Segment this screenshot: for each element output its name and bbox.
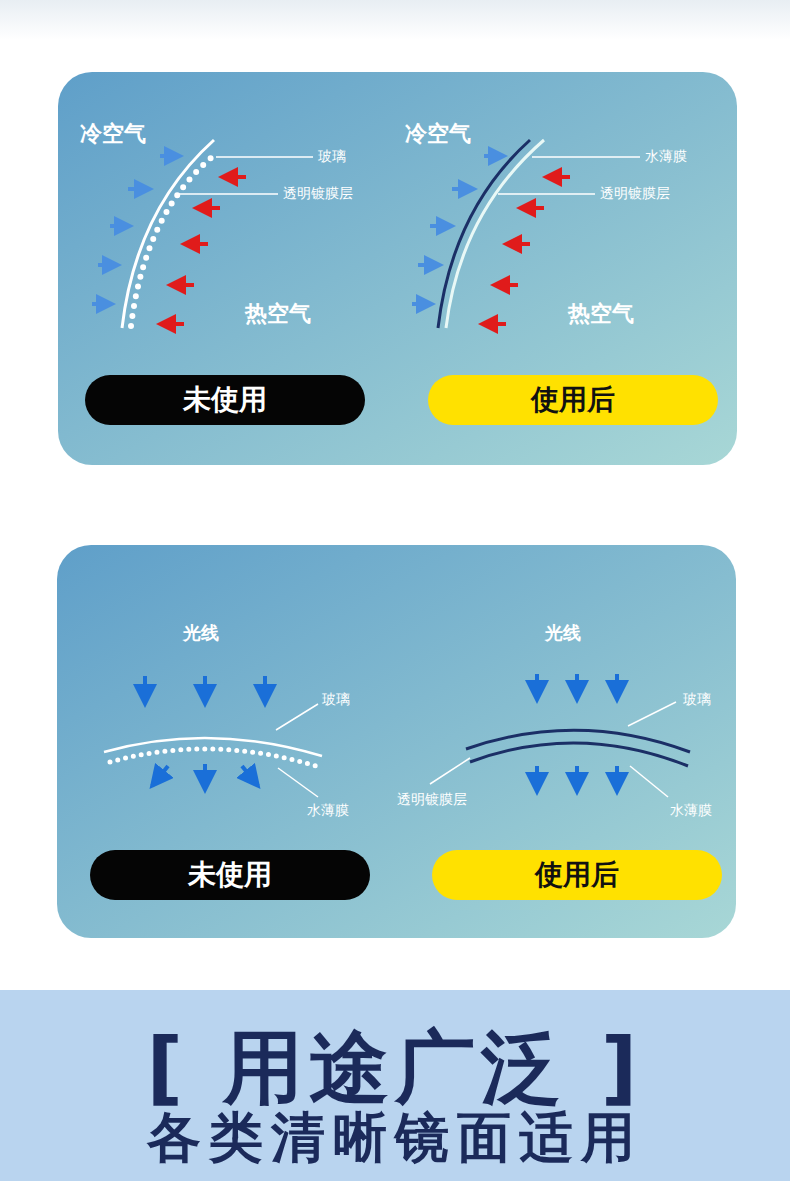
glass-curve [466, 730, 690, 752]
node-title: 未使用 [183, 381, 267, 419]
heat-arrows [482, 177, 570, 324]
cold-arrows [412, 156, 504, 304]
leader-line [498, 193, 595, 195]
status-pill: 未使用 [90, 850, 370, 900]
status-pill: 使用后 [428, 375, 718, 425]
leader-line [630, 766, 668, 797]
leader-line [278, 768, 318, 797]
water-droplets [110, 749, 316, 766]
panel [58, 72, 737, 465]
part-label: 玻璃 [318, 149, 346, 164]
water-film [446, 140, 544, 328]
part-label: 水薄膜 [307, 803, 349, 818]
panel [57, 545, 736, 938]
part-label: 玻璃 [683, 692, 711, 707]
node-title: 使用后 [531, 381, 615, 419]
part-label: 水薄膜 [670, 803, 712, 818]
part-label: 透明镀膜层 [397, 792, 467, 807]
part-label: 透明镀膜层 [283, 186, 353, 201]
node-subtitle: 各类清晰镜面适用 [147, 1110, 643, 1167]
feature-band: [ 用途广泛 ]各类清晰镜面适用 [0, 990, 790, 1181]
part-label: 光线 [183, 623, 219, 643]
water-droplets [131, 157, 212, 326]
status-pill: 使用后 [432, 850, 722, 900]
node-title: 使用后 [535, 856, 619, 894]
cold-arrows [92, 156, 180, 304]
leader-line [628, 702, 676, 726]
top-fade [0, 0, 790, 40]
glass-curve [122, 140, 214, 328]
leader-line [430, 758, 470, 784]
part-label: 热空气 [245, 302, 311, 326]
part-label: 玻璃 [322, 692, 350, 707]
leader-line [176, 193, 278, 195]
part-label: 光线 [545, 623, 581, 643]
status-pill: 未使用 [85, 375, 365, 425]
part-label: 水薄膜 [645, 149, 687, 164]
node-title: 未使用 [188, 856, 272, 894]
part-label: 热空气 [568, 302, 634, 326]
node-title: [ 用途广泛 ] [147, 1026, 644, 1110]
coating-layer [470, 743, 688, 766]
leader-line [276, 704, 318, 730]
part-label: 冷空气 [80, 122, 146, 146]
heat-arrows [160, 177, 246, 324]
part-label: 透明镀膜层 [600, 186, 670, 201]
leader-line [216, 156, 313, 158]
leader-line [532, 156, 640, 158]
part-label: 冷空气 [405, 122, 471, 146]
light-arrows [145, 674, 617, 792]
